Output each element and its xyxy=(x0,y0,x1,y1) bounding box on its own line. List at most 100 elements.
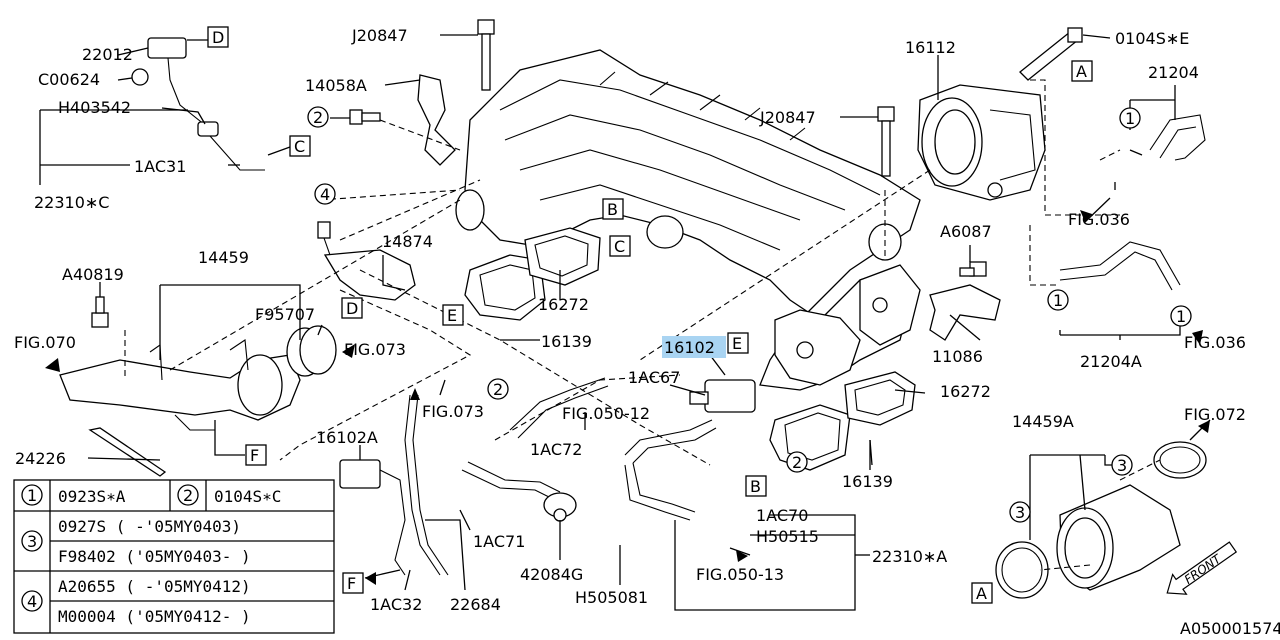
label-42084g: 42084G xyxy=(520,565,583,584)
label-16139-b: 16139 xyxy=(842,472,893,491)
highlight-16102 xyxy=(662,336,726,358)
legend-num-4: 4 xyxy=(27,592,37,611)
label-22684: 22684 xyxy=(450,595,501,614)
duct-14459a xyxy=(1056,484,1181,591)
hose-22684 xyxy=(404,394,449,576)
box-b-mid: B xyxy=(607,200,618,219)
label-h505081: H505081 xyxy=(575,588,648,607)
label-1ac32: 1AC32 xyxy=(370,595,422,614)
legend-table: 1 0923S∗A 2 0104S∗C 3 0927S ( -'05MY0403… xyxy=(13,479,335,634)
label-16272-b: 16272 xyxy=(940,382,991,401)
label-14459a: 14459A xyxy=(1012,412,1074,431)
air-intake-duct xyxy=(59,325,337,431)
label-fig073-a: FIG.073 xyxy=(344,340,406,359)
clamp-upper xyxy=(1153,441,1207,479)
valve-42084g xyxy=(543,492,577,522)
label-f95707: F95707 xyxy=(255,305,315,324)
circle-1-c: 1 xyxy=(1176,307,1186,326)
label-1ac70: 1AC70 xyxy=(756,506,808,525)
box-e-right: E xyxy=(732,334,742,353)
legend-text-4b: M00004 ('05MY0412- ) xyxy=(58,607,251,626)
label-fig050-13: FIG.050-13 xyxy=(696,565,784,584)
intake-manifold xyxy=(455,49,921,391)
legend-text-3b: F98402 ('05MY0403- ) xyxy=(58,547,251,566)
circle-1-b: 1 xyxy=(1053,291,1063,310)
bolt-j20847-top xyxy=(477,19,495,91)
legend-text-4a: A20655 ( -'05MY0412) xyxy=(58,577,251,596)
bolt-j20847-mid xyxy=(877,106,895,177)
hose-1ac67 xyxy=(624,419,717,464)
hose-21204a xyxy=(1059,241,1181,291)
label-14459: 14459 xyxy=(198,248,249,267)
label-1ac71: 1AC71 xyxy=(473,532,525,551)
box-d-mid: D xyxy=(346,299,358,318)
box-c-mid: C xyxy=(614,237,625,256)
label-fig072: FIG.072 xyxy=(1184,405,1246,424)
label-14874: 14874 xyxy=(382,232,433,251)
box-a-low: A xyxy=(976,584,987,603)
bolt-0104se xyxy=(1019,27,1083,81)
legend-text-1: 0923S∗A xyxy=(58,487,126,506)
front-label: FRONT xyxy=(1182,551,1225,587)
label-h403542: H403542 xyxy=(58,98,131,117)
hose-1ac70 xyxy=(624,462,696,521)
dashed-guides xyxy=(124,79,1161,571)
legend-num-1: 1 xyxy=(27,486,37,505)
circle-2-b: 2 xyxy=(493,380,503,399)
bolt-2-left xyxy=(349,109,381,125)
label-22012: 22012 xyxy=(82,45,133,64)
label-1ac72: 1AC72 xyxy=(530,440,582,459)
gasket-upper xyxy=(464,227,601,321)
gasket-lower xyxy=(769,371,916,471)
legend-text-3a: 0927S ( -'05MY0403) xyxy=(58,517,241,536)
label-16139-a: 16139 xyxy=(541,332,592,351)
label-22310c: 22310∗C xyxy=(34,193,109,212)
label-1ac67: 1AC67 xyxy=(628,368,680,387)
label-1ac31: 1AC31 xyxy=(134,157,186,176)
circle-4: 4 xyxy=(320,185,330,204)
label-h50515: H50515 xyxy=(756,527,819,546)
clamp-lower xyxy=(995,541,1049,599)
label-16272-a: 16272 xyxy=(538,295,589,314)
label-fig036-a: FIG.036 xyxy=(1068,210,1130,229)
label-16102[interactable]: 16102 xyxy=(664,338,715,357)
bolt-4 xyxy=(317,221,331,256)
label-16102a: 16102A xyxy=(316,428,378,447)
circle-1-a: 1 xyxy=(1125,109,1135,128)
number-circles: 2 4 1 1 1 2 2 3 3 xyxy=(307,106,1192,523)
box-f-low: F xyxy=(347,574,356,593)
bracket-11086 xyxy=(929,284,1001,341)
cable-tie-24226 xyxy=(88,427,167,477)
legend-text-2: 0104S∗C xyxy=(214,487,281,506)
throttle-body xyxy=(917,84,1046,201)
hose-1ac71 xyxy=(461,461,561,501)
label-j20847-top: J20847 xyxy=(351,26,408,45)
label-11086: 11086 xyxy=(932,347,983,366)
box-c-top: C xyxy=(294,137,305,156)
circle-3-a: 3 xyxy=(1117,456,1127,475)
label-fig050-12: FIG.050-12 xyxy=(562,404,650,423)
label-14058a: 14058A xyxy=(305,76,367,95)
hose-1ac72 xyxy=(509,377,609,439)
box-b-low: B xyxy=(750,477,761,496)
pcv-16102 xyxy=(689,379,756,413)
sensor-22012 xyxy=(131,37,265,171)
part-labels: 22012 C00624 H403542 1AC31 22310∗C J2084… xyxy=(14,26,1280,638)
box-d-top: D xyxy=(212,28,224,47)
label-fig073-b: FIG.073 xyxy=(422,402,484,421)
bolt-a6087 xyxy=(959,261,987,277)
sensor-16102a xyxy=(339,459,406,576)
bolt-a40819 xyxy=(91,296,109,328)
callout-boxes: D C A B C D E E F B F A xyxy=(207,26,1093,604)
circle-2-a: 2 xyxy=(313,108,323,127)
legend-num-3: 3 xyxy=(27,532,37,551)
label-0104se: 0104S∗E xyxy=(1115,29,1189,48)
box-f-mid: F xyxy=(250,446,259,465)
label-a40819: A40819 xyxy=(62,265,124,284)
label-fig036-b: FIG.036 xyxy=(1184,333,1246,352)
box-a-top: A xyxy=(1076,62,1087,81)
label-16112: 16112 xyxy=(905,38,956,57)
bracket-14058a xyxy=(417,74,456,166)
label-a6087: A6087 xyxy=(940,222,992,241)
